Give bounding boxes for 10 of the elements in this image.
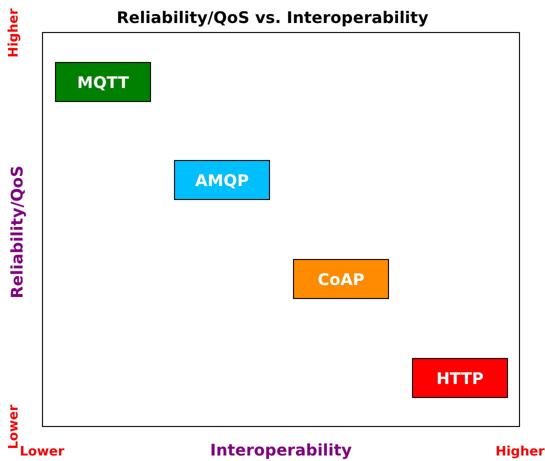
protocol-box: AMQP bbox=[174, 160, 270, 200]
protocol-box: HTTP bbox=[412, 358, 508, 398]
protocol-box: MQTT bbox=[55, 62, 151, 102]
x-axis-label: Interoperability bbox=[210, 440, 352, 460]
y-axis-label: Reliability/QoS bbox=[8, 166, 26, 298]
axis-end-label: Higher bbox=[495, 444, 545, 460]
protocol-box: CoAP bbox=[293, 259, 389, 299]
axis-end-label: Lower bbox=[20, 444, 64, 460]
axis-end-label: Lower bbox=[6, 404, 22, 450]
axis-end-label: Higher bbox=[6, 8, 22, 58]
